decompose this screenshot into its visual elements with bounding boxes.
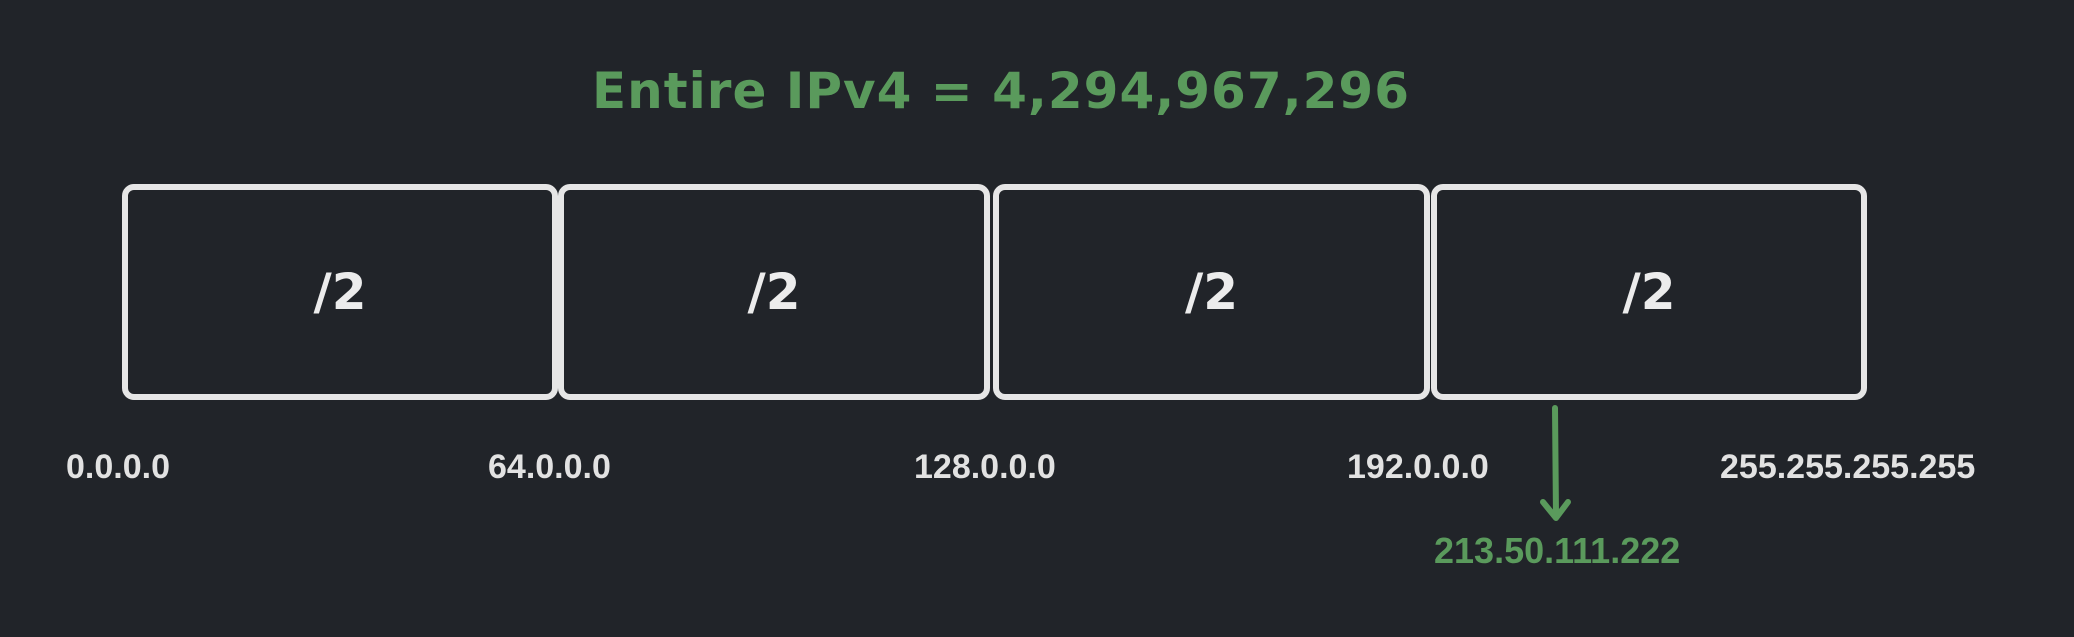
block-3-label: /2: [1184, 263, 1239, 321]
block-2-label: /2: [747, 263, 801, 321]
block-2: /2: [558, 184, 990, 400]
block-3: /2: [993, 184, 1430, 400]
block-1-label: /2: [313, 263, 367, 321]
boundary-label-3: 192.0.0.0: [1347, 448, 1489, 486]
boundary-label-1: 64.0.0.0: [488, 448, 611, 486]
block-4: /2: [1431, 184, 1867, 400]
diagram-title: Entire IPv4 = 4,294,967,296: [592, 62, 1410, 120]
boundary-label-4: 255.255.255.255: [1720, 448, 1976, 486]
boundary-label-2: 128.0.0.0: [914, 448, 1056, 486]
block-4-label: /2: [1622, 263, 1676, 321]
block-1: /2: [122, 184, 558, 400]
boundary-label-0: 0.0.0.0: [66, 448, 170, 486]
arrow-down-icon: [1540, 405, 1571, 521]
marker-ip-label: 213.50.111.222: [1434, 530, 1681, 571]
